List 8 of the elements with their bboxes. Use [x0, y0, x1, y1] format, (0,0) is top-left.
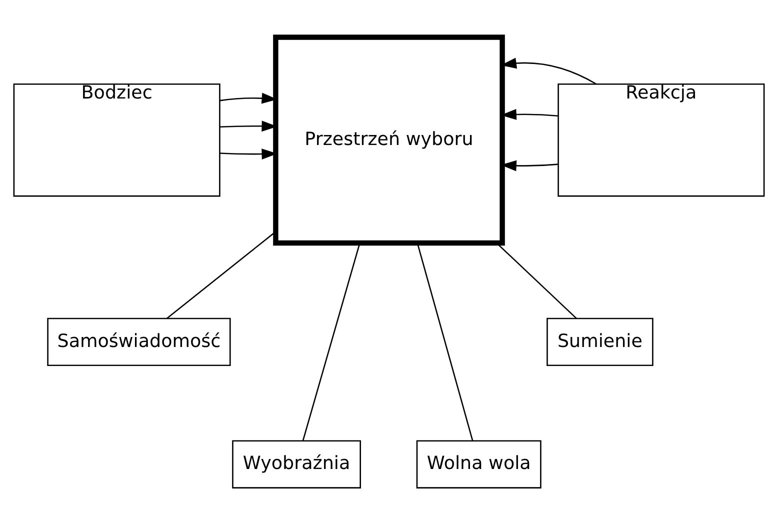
node-box: Wyobraźnia	[232, 440, 361, 488]
node-box: Wolna wola	[416, 440, 542, 488]
node-box: Sumienie	[546, 317, 654, 366]
node-box: Reakcja	[558, 82, 765, 196]
node-box: Przestrzeń wyboru	[273, 34, 505, 246]
node-box: Samoświadomość	[47, 317, 231, 366]
connector	[166, 230, 276, 318]
node-box: Bodziec	[13, 82, 220, 196]
